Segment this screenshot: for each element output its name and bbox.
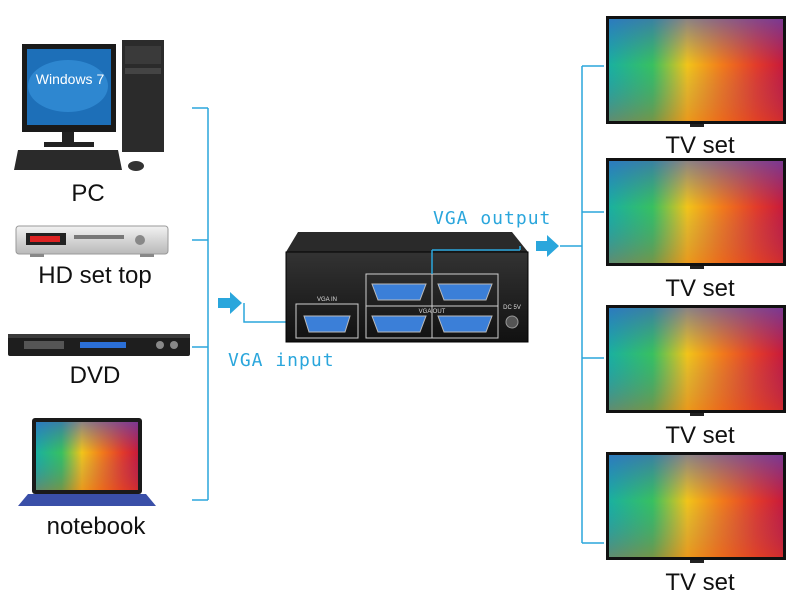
source-bracket (192, 107, 209, 501)
power-text: DC 5V (503, 305, 521, 311)
source-label-hd-set-top: HD set top (38, 262, 152, 289)
vga-out-port-1 (371, 283, 427, 301)
display-label-1: TV set (665, 132, 735, 159)
source-label-pc: PC (71, 180, 105, 207)
source-label-notebook: notebook (46, 513, 146, 540)
display-label-2: TV set (665, 275, 735, 302)
vga-out-port-3 (371, 315, 427, 333)
display-label-3: TV set (665, 422, 735, 449)
source-label-dvd: DVD (69, 362, 121, 389)
power-jack (505, 315, 519, 329)
vga-out-port-2 (437, 283, 493, 301)
tv-4 (606, 452, 786, 563)
port-out-text: VGA OUT (419, 309, 446, 315)
vga-input-label: VGA input (228, 350, 335, 371)
output-arrow (536, 235, 559, 257)
port-in-text: VGA IN (317, 297, 337, 303)
pc-screen-text: Windows 7 (36, 71, 105, 87)
tv-1 (606, 16, 786, 127)
input-arrow (218, 292, 242, 314)
input-cable (243, 303, 300, 323)
tv-2 (606, 158, 786, 269)
laptop-icon (18, 418, 156, 506)
dvd-player-icon (8, 334, 190, 356)
vga-output-label: VGA output (433, 208, 552, 229)
vga-out-port-4 (437, 315, 493, 333)
vga-in-port (303, 315, 351, 333)
tv-3 (606, 305, 786, 416)
set-top-box-icon (15, 225, 169, 257)
vga-splitter: VGA IN VGA OUT DC 5V (285, 232, 529, 343)
display-label-4: TV set (665, 569, 735, 596)
display-bracket (581, 65, 604, 544)
pc-icon: Windows 7 (14, 40, 164, 171)
